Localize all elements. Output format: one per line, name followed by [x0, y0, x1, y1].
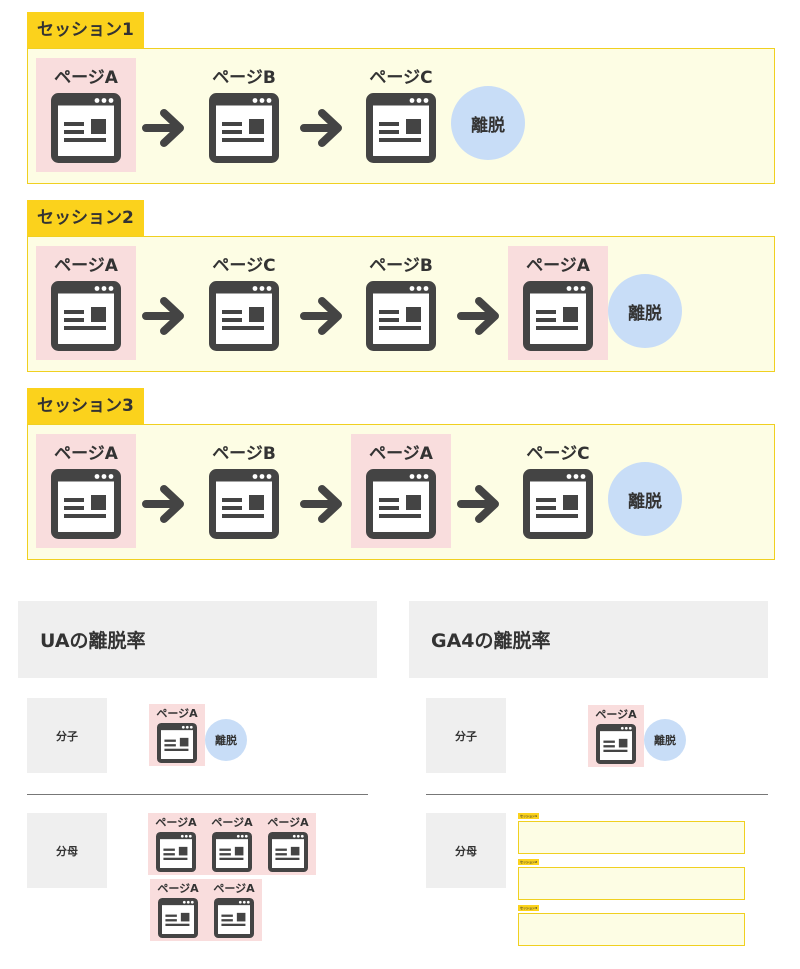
ga4-summary-title: GA4の離脱率 [409, 601, 768, 678]
page-label: ページB [369, 256, 433, 276]
ua-numerator-label: 分子 [27, 698, 107, 773]
browser-page-icon [209, 469, 279, 539]
ua-denominator-page-2: ページA [204, 813, 260, 875]
mini-session-tag-1: セッション1 [518, 813, 540, 819]
arrow-right-icon [456, 293, 503, 343]
browser-page-icon [51, 469, 121, 539]
arrow-right-icon [456, 481, 503, 531]
ua-denominator-page-5: ページA [206, 879, 262, 941]
session-2-page-2: ページC [194, 246, 294, 360]
ua-numerator-page: ページA [149, 704, 205, 766]
exit-badge-2: 離脱 [608, 274, 682, 348]
browser-page-icon [156, 832, 196, 872]
session-1-page-2: ページB [194, 58, 294, 172]
session-tag-2: セッション2 [27, 200, 144, 236]
arrow-right-icon [142, 105, 188, 155]
page-label: ページA [369, 444, 433, 464]
browser-page-icon [158, 898, 198, 938]
browser-page-icon [51, 93, 121, 163]
page-label: ページA [156, 707, 198, 720]
session-3-page-3: ページA [351, 434, 451, 548]
ua-divider [27, 794, 368, 795]
ua-summary-title: UAの離脱率 [18, 601, 377, 678]
browser-page-icon [214, 898, 254, 938]
mini-session-tag-3: セッション3 [518, 905, 540, 911]
browser-page-icon [523, 469, 593, 539]
browser-page-icon [596, 724, 636, 764]
exit-badge-3: 離脱 [608, 462, 682, 536]
arrow-right-icon [142, 293, 188, 343]
ga4-numerator-page: ページA [588, 705, 644, 767]
browser-page-icon [366, 93, 436, 163]
ua-denominator-page-4: ページA [150, 879, 206, 941]
arrow-right-icon [299, 293, 346, 343]
session-3-page-2: ページB [194, 434, 294, 548]
arrow-right-icon [299, 481, 346, 531]
mini-session-tag-2: セッション2 [518, 859, 540, 865]
page-label: ページB [212, 444, 276, 464]
page-label: ページA [54, 444, 118, 464]
ua-denominator-page-3: ページA [260, 813, 316, 875]
browser-page-icon [268, 832, 308, 872]
browser-page-icon [366, 281, 436, 351]
session-2-page-4: ページA [508, 246, 608, 360]
page-label: ページC [526, 444, 590, 464]
page-label: ページA [157, 882, 199, 895]
ga4-divider [426, 794, 768, 795]
browser-page-icon [209, 281, 279, 351]
session-tag-3: セッション3 [27, 388, 144, 424]
ua-numerator-exit: 離脱 [205, 719, 247, 761]
session-3-page-1: ページA [36, 434, 136, 548]
ua-denominator-label: 分母 [27, 813, 107, 888]
mini-session-box-2 [518, 867, 745, 900]
browser-page-icon [209, 93, 279, 163]
arrow-right-icon [142, 481, 188, 531]
page-label: ページC [212, 256, 276, 276]
session-2-page-1: ページA [36, 246, 136, 360]
mini-session-box-1 [518, 821, 745, 854]
page-label: ページC [369, 68, 433, 88]
ga4-numerator-label: 分子 [426, 698, 506, 773]
page-label: ページA [267, 816, 309, 829]
arrow-right-icon [299, 105, 346, 155]
session-3-page-4: ページC [508, 434, 608, 548]
session-1-page-3: ページC [351, 58, 451, 172]
session-tag-1: セッション1 [27, 12, 144, 48]
page-label: ページA [595, 708, 637, 721]
browser-page-icon [212, 832, 252, 872]
exit-badge-1: 離脱 [451, 86, 525, 160]
session-1-page-1: ページA [36, 58, 136, 172]
session-2-page-3: ページB [351, 246, 451, 360]
ga4-numerator-exit: 離脱 [644, 719, 686, 761]
page-label: ページA [54, 68, 118, 88]
ua-denominator-page-1: ページA [148, 813, 204, 875]
ga4-denominator-label: 分母 [426, 813, 506, 888]
page-label: ページA [211, 816, 253, 829]
browser-page-icon [157, 723, 197, 763]
browser-page-icon [523, 281, 593, 351]
page-label: ページA [54, 256, 118, 276]
page-label: ページA [155, 816, 197, 829]
page-label: ページB [212, 68, 276, 88]
page-label: ページA [526, 256, 590, 276]
browser-page-icon [51, 281, 121, 351]
mini-session-box-3 [518, 913, 745, 946]
browser-page-icon [366, 469, 436, 539]
page-label: ページA [213, 882, 255, 895]
